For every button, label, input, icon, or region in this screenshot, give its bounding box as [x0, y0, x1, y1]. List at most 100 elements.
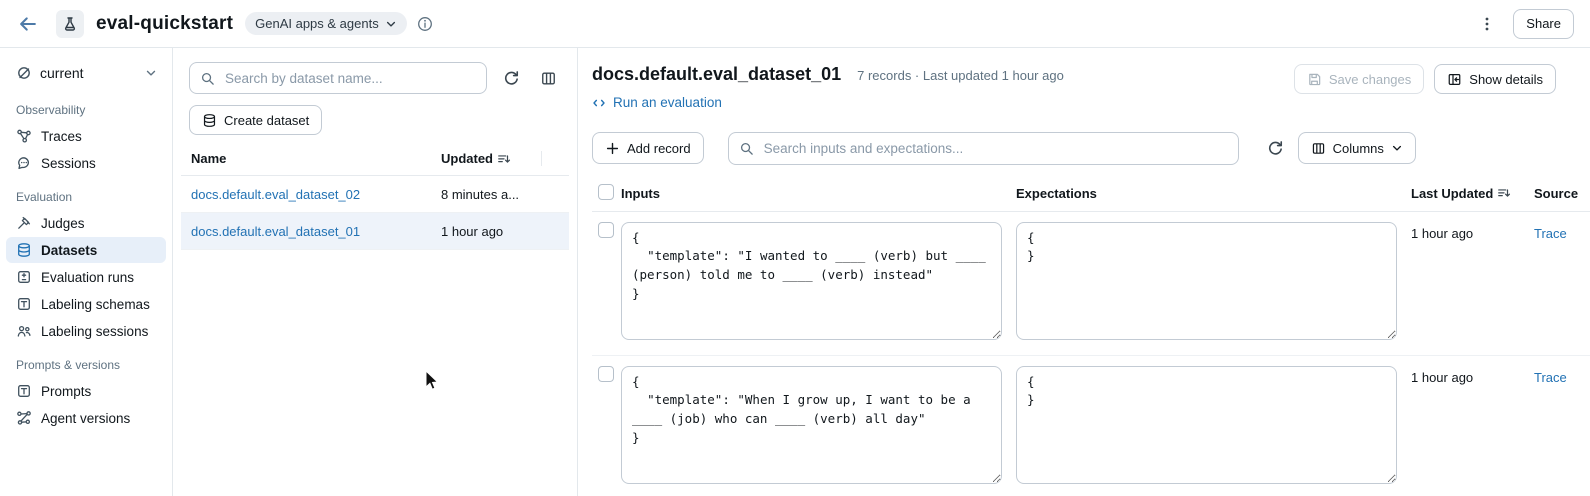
refresh-records-button[interactable]: [1263, 136, 1288, 161]
sidebar-item-traces[interactable]: Traces: [6, 123, 166, 149]
save-icon: [1307, 72, 1322, 87]
sort-descending-icon: [1497, 186, 1511, 200]
prompts-icon: [16, 383, 32, 399]
scope-label: GenAI apps & agents: [255, 16, 379, 31]
records-search-input[interactable]: [761, 139, 1228, 157]
dataset-table-header: Name Updated: [181, 151, 569, 176]
columns-icon: [1311, 141, 1326, 156]
expectations-editor[interactable]: { }: [1016, 221, 1397, 340]
labeling-sessions-icon: [16, 323, 32, 339]
dataset-meta: 7 records · Last updated 1 hour ago: [857, 68, 1064, 83]
sidebar-item-labeling-sessions[interactable]: Labeling sessions: [6, 318, 166, 344]
sidebar-item-label: Sessions: [41, 155, 96, 171]
dataset-search-input[interactable]: [223, 69, 476, 87]
sidebar-item-label: Judges: [41, 215, 85, 231]
updated-column-header[interactable]: Updated: [441, 151, 541, 166]
run-evaluation-link[interactable]: Run an evaluation: [592, 95, 722, 110]
inputs-editor[interactable]: { "template": "I wanted to ____ (verb) b…: [621, 221, 1002, 340]
chevron-down-icon: [144, 66, 158, 80]
datasets-icon: [16, 242, 32, 258]
sidebar-item-label: Labeling schemas: [41, 296, 150, 312]
dataset-table: Name Updated docs.default.eval_dataset_0…: [181, 151, 569, 250]
section-prompts-versions: Prompts & versions: [16, 358, 121, 372]
dataset-updated: 1 hour ago: [441, 223, 504, 239]
sidebar-item-labeling-schemas[interactable]: Labeling schemas: [6, 291, 166, 317]
chevron-down-icon: [385, 18, 397, 30]
record-checkbox[interactable]: [598, 221, 614, 238]
save-changes-label: Save changes: [1328, 71, 1412, 87]
back-button[interactable]: [16, 12, 40, 36]
records-table-header: Inputs Expectations Last Updated Source: [592, 183, 1590, 212]
version-label: current: [40, 65, 84, 81]
updated-header-label: Updated: [441, 151, 493, 166]
judges-icon: [16, 215, 32, 231]
save-changes-button[interactable]: Save changes: [1293, 64, 1425, 94]
last-updated-header-label: Last Updated: [1411, 185, 1494, 201]
sidebar-item-datasets[interactable]: Datasets: [6, 237, 166, 263]
sidebar-item-label: Datasets: [41, 242, 98, 258]
sidebar: current Observability Traces Sessions Ev…: [0, 48, 173, 496]
sidebar-item-judges[interactable]: Judges: [6, 210, 166, 236]
create-dataset-label: Create dataset: [224, 112, 310, 128]
code-icon: [592, 96, 606, 110]
dataset-row-selected[interactable]: docs.default.eval_dataset_01 1 hour ago: [181, 213, 569, 250]
record-checkbox[interactable]: [598, 365, 614, 382]
scope-selector[interactable]: GenAI apps & agents: [245, 12, 407, 35]
refresh-icon: [503, 70, 520, 87]
sidebar-item-label: Labeling sessions: [41, 323, 149, 339]
topbar: eval-quickstart GenAI apps & agents Shar…: [0, 0, 1590, 48]
evaluation-runs-icon: [16, 269, 32, 285]
inputs-column-header[interactable]: Inputs: [621, 185, 660, 201]
show-details-button[interactable]: Show details: [1434, 64, 1556, 94]
sidebar-item-agent-versions[interactable]: Agent versions: [6, 405, 166, 431]
create-dataset-button[interactable]: Create dataset: [189, 105, 323, 135]
overflow-menu-icon[interactable]: [1475, 12, 1499, 36]
refresh-datasets-button[interactable]: [499, 66, 524, 91]
chevron-down-icon: [1391, 142, 1403, 154]
dataset-updated: 8 minutes a...: [441, 186, 520, 202]
sidebar-item-label: Prompts: [41, 383, 92, 399]
sidebar-item-prompts[interactable]: Prompts: [6, 378, 166, 404]
show-details-label: Show details: [1469, 71, 1543, 87]
expectations-column-header[interactable]: Expectations: [1016, 185, 1097, 201]
list-columns-button[interactable]: [536, 66, 561, 91]
columns-icon: [540, 70, 557, 87]
sidebar-item-sessions[interactable]: Sessions: [6, 150, 166, 176]
share-button[interactable]: Share: [1513, 8, 1574, 39]
page-title: eval-quickstart: [96, 12, 234, 34]
last-updated-column-header[interactable]: Last Updated: [1411, 186, 1534, 201]
inputs-editor[interactable]: { "template": "When I grow up, I want to…: [621, 365, 1002, 484]
agent-versions-icon: [16, 410, 32, 426]
back-arrow-icon: [18, 14, 38, 34]
record-source-link[interactable]: Trace: [1534, 369, 1567, 385]
sidebar-item-label: Agent versions: [41, 410, 131, 426]
columns-dropdown-button[interactable]: Columns: [1297, 132, 1416, 164]
share-label: Share: [1526, 16, 1561, 31]
traces-icon: [16, 128, 32, 144]
search-icon: [739, 141, 754, 156]
experiment-flask-icon: [56, 9, 84, 38]
dataset-detail-panel: docs.default.eval_dataset_01 7 records ·…: [578, 48, 1590, 496]
source-column-header[interactable]: Source: [1534, 185, 1579, 201]
sidebar-item-label: Evaluation runs: [41, 269, 135, 285]
version-selector[interactable]: current: [0, 56, 172, 90]
section-observability: Observability: [16, 103, 86, 117]
version-slash-icon: [16, 65, 32, 81]
dataset-title: docs.default.eval_dataset_01: [592, 64, 842, 84]
plus-icon: [605, 141, 620, 156]
info-icon[interactable]: [417, 16, 433, 32]
name-column-header[interactable]: Name: [191, 151, 227, 166]
dataset-link[interactable]: docs.default.eval_dataset_01: [191, 223, 361, 239]
panel-collapse-icon: [1447, 72, 1462, 87]
dataset-row[interactable]: docs.default.eval_dataset_02 8 minutes a…: [181, 176, 569, 213]
run-evaluation-label: Run an evaluation: [613, 95, 722, 110]
select-all-checkbox[interactable]: [598, 183, 614, 200]
section-evaluation: Evaluation: [16, 190, 73, 204]
dataset-link[interactable]: docs.default.eval_dataset_02: [191, 186, 361, 202]
record-source-link[interactable]: Trace: [1534, 225, 1567, 241]
add-record-label: Add record: [627, 140, 691, 156]
sidebar-item-evaluation-runs[interactable]: Evaluation runs: [6, 264, 166, 290]
add-record-button[interactable]: Add record: [592, 132, 704, 164]
expectations-editor[interactable]: { }: [1016, 365, 1397, 484]
table-row: { "template": "I wanted to ____ (verb) b…: [592, 212, 1590, 356]
